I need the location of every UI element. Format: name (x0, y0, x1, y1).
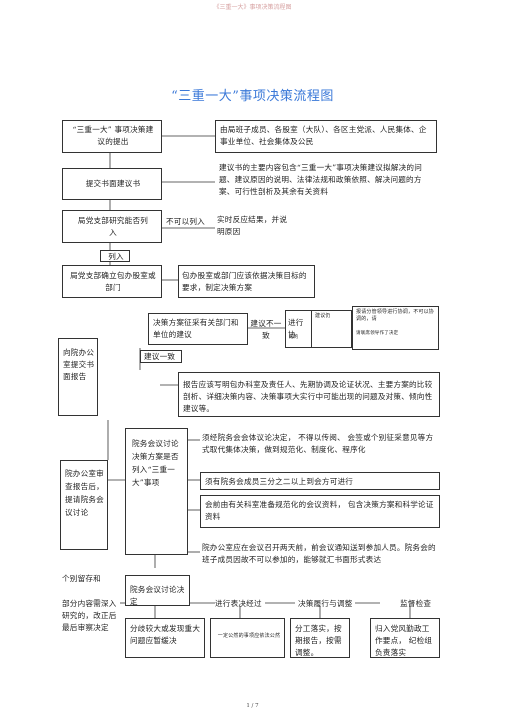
rule4-text: 院办公室应在会议召开两天前，前会议通知送到参加人员。院务会的班子成员因故不可以参… (202, 543, 436, 564)
office-report-text: 向院办公室提交书面报告 (63, 348, 95, 381)
report-top-text: 报请分管领导进行协调，不可以协调的，请 (356, 309, 435, 322)
b3-text: 分工落实，按期报告，按需调整。 (295, 624, 342, 657)
rule1-text: 须经院务会会体议论决定， 不得以传阅、 会签或个别征采意见等方式取代集体决策，做… (202, 433, 434, 454)
feedback-text: 实时反应结果，并说明原因 (217, 215, 288, 236)
solicit-text: 决策方案征采有关部门和单位的建议 (153, 318, 239, 339)
coord-text: 进行协 (288, 318, 304, 339)
meeting-col-box: 院务会议讨论决策方案是否列入“三重一大”事项 (125, 428, 188, 555)
b2-box: 一定公然的事项应依法公然 (210, 618, 285, 658)
b2-text: 一定公然的事项应依法公然 (217, 633, 281, 639)
report-top-box: 报请分管领导进行协调，不可以协调的，请 请联席领导作了决定 (352, 306, 439, 350)
office-report-box: 向院办公室提交书面报告 (58, 338, 98, 416)
coord-box: 进行协 成的 (285, 310, 312, 348)
research-text: 局党支部研究能否列入 (77, 216, 149, 237)
bottom-left-label1: 个别留存和 (62, 574, 101, 583)
step4-text: 监督检查 (400, 599, 432, 608)
agree-box: 建议一致 (140, 350, 182, 363)
rule3-box: 会前由有关科室准备规范化的会议资料， 包含决策方案和科学论证资料 (200, 495, 440, 528)
page-title: “三重一大”事项决策流程图 (171, 89, 334, 104)
report-note-text: 报告应该写明包办科室及责任人、先期协调及论证状况、主要方案的比较剖析、详细决策内… (183, 380, 433, 413)
rule2-box: 须有院务会成员三分之二以上到会方可进行 (200, 472, 440, 490)
assign-note-box: 包办股室或部门应该依据决策目标的要求，制定决策方案 (178, 265, 315, 298)
report-note-box: 报告应该写明包办科室及责任人、先期协调及论证状况、主要方案的比较剖析、详细决策内… (178, 372, 440, 417)
not-listed-label: 不可以列入 (166, 217, 205, 226)
doc-header: 《三重一大》事项决策流程图 (213, 4, 292, 11)
agree-text: 建议一致 (144, 352, 176, 361)
assign-text: 局党支部确立包办股室或部门 (70, 271, 156, 292)
proposal-note-text: 由局班子成员、各股室（大队）、各区主党派、人民集体、企事业单位、社会集体及公民 (220, 125, 427, 146)
written-text: 提交书面建议书 (85, 179, 141, 188)
research-box: 局党支部研究能否列入 (62, 210, 162, 243)
listed-text: 列入 (108, 252, 124, 261)
rule1-box: 须经院务会会体议论决定， 不得以传阅、 会签或个别征采意见等方式取代集体决策，做… (200, 428, 440, 464)
proposal-box: “三重一大” 事项决策建议的提出 (62, 120, 162, 153)
written-box: 提交书面建议书 (62, 168, 162, 200)
meeting-col-text: 院务会议讨论决策方案是否列入“三重一大”事项 (132, 439, 179, 487)
coord-small-text: 成的 (289, 335, 299, 340)
assign-box: 局党支部确立包办股室或部门 (62, 265, 162, 298)
coord-note-text: 建议仍 (315, 313, 331, 319)
page-number: 1 / 7 (246, 703, 259, 709)
office-review-box: 院办公室审查报告后，提请院务会议讨论 (60, 460, 108, 550)
rule3-text: 会前由有关科室准备规范化的会议资料， 包含决策方案和科学论证资料 (205, 500, 434, 521)
step1-box: 院务会议讨论决定 (125, 575, 190, 606)
rule2-text: 须有院务会成员三分之二以上到会方可进行 (205, 477, 354, 486)
b1-box: 分歧较大或发现重大问题应暂缓决 (125, 618, 205, 658)
b4-text: 归入党风勤政工作要点， 纪检组负责落实 (375, 624, 433, 657)
assign-note-text: 包办股室或部门应该依据决策目标的要求，制定决策方案 (182, 271, 307, 292)
solicit-box: 决策方案征采有关部门和单位的建议 (148, 313, 248, 345)
written-note-box: 建议书的主要内容包含“三重一大”事项决策建议拟解决的问题、建议原因的说明、法律法… (215, 160, 437, 204)
bottom-left-box: 部分内容需深入研究的，改正后最后审察决定 (62, 592, 120, 662)
feedback-box: 实时反应结果，并说明原因 (215, 212, 295, 242)
step3-text: 决策履行与调整 (298, 599, 353, 608)
step2-text: 进行表决经过 (215, 599, 262, 608)
written-note-text: 建议书的主要内容包含“三重一大”事项决策建议拟解决的问题、建议原因的说明、法律法… (219, 163, 423, 196)
b4-box: 归入党风勤政工作要点， 纪检组负责落实 (370, 618, 440, 658)
disagree-label: 建议不一致 (250, 319, 282, 340)
report-top-text2: 请联席领导作了决定 (356, 331, 399, 336)
b1-text: 分歧较大或发现重大问题应暂缓决 (130, 624, 201, 645)
bottom-left-text: 部分内容需深入研究的，改正后最后审察决定 (62, 599, 117, 632)
proposal-note-box: 由局班子成员、各股室（大队）、各区主党派、人民集体、企事业单位、社会集体及公民 (215, 120, 437, 153)
step1-text: 院务会议讨论决定 (130, 585, 185, 606)
proposal-text: “三重一大” 事项决策建议的提出 (72, 125, 154, 146)
office-review-text: 院办公室审查报告后，提请院务会议讨论 (65, 469, 104, 517)
coord-note-box: 建议仍 (312, 310, 352, 348)
listed-box: 列入 (100, 250, 130, 262)
rule4-box: 院办公室应在会议召开两天前，前会议通知送到参加人员。院务会的班子成员因故不可以参… (200, 540, 440, 572)
b3-box: 分工落实，按期报告，按需调整。 (290, 618, 350, 658)
